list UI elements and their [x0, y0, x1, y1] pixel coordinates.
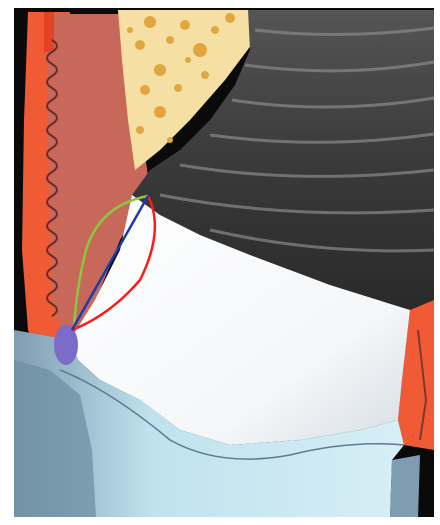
contact-spot	[54, 325, 78, 365]
bone-pore	[140, 85, 150, 95]
bone-pore	[154, 64, 166, 76]
bone-pore	[144, 16, 156, 28]
bone-pore	[136, 126, 144, 134]
bone-pore	[174, 84, 182, 92]
bone-pore	[127, 27, 133, 33]
bone-pore	[167, 137, 173, 143]
root-right-band	[390, 455, 420, 518]
bone-pore	[180, 20, 190, 30]
bone-pore	[201, 71, 209, 79]
left-gingiva-strip	[44, 12, 54, 52]
bone-pore	[185, 57, 191, 63]
bone-pore	[211, 26, 219, 34]
bone-pore	[154, 106, 166, 118]
bone-pore	[225, 13, 235, 23]
bone-pore	[166, 36, 174, 44]
bone-pore	[135, 40, 145, 50]
bone-pore	[193, 43, 207, 57]
